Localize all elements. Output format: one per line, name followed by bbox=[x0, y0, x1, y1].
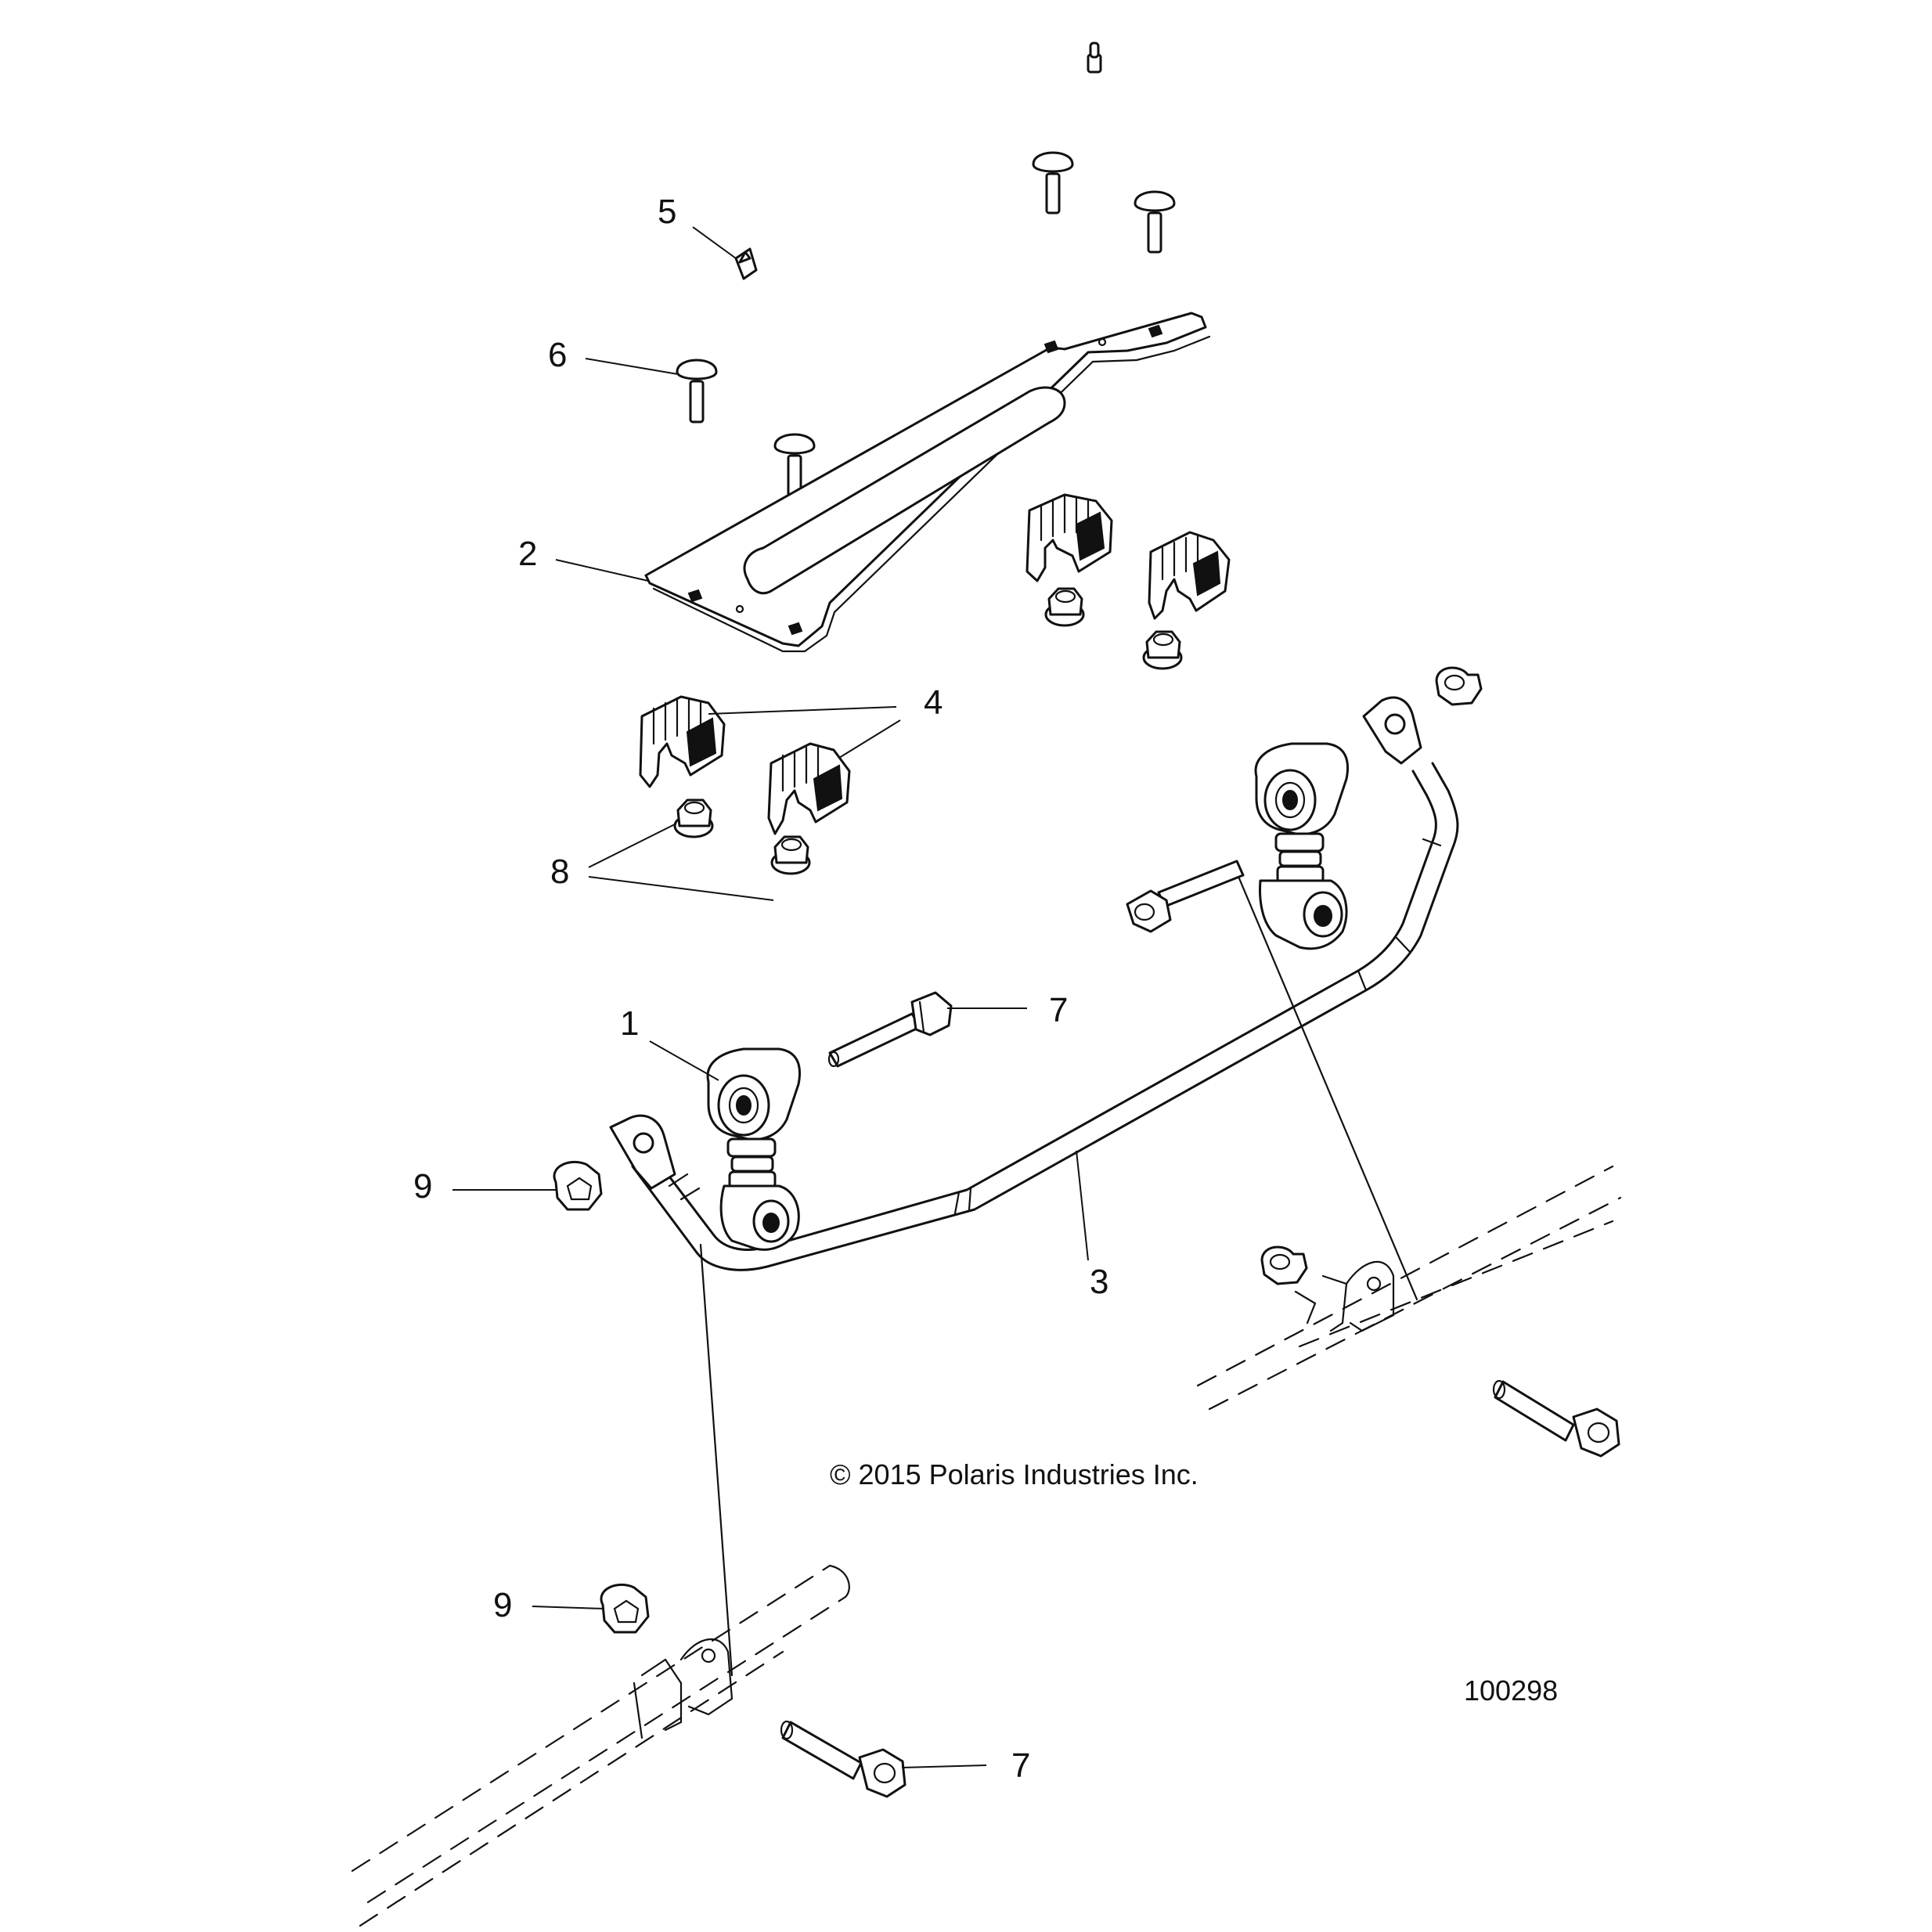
callout-8: 8 bbox=[550, 852, 569, 891]
stabilizer-bar-3 bbox=[609, 696, 1459, 1271]
flange-nut-8a bbox=[673, 798, 714, 838]
flange-nut-upper-a bbox=[1044, 587, 1085, 627]
frame-tube-right bbox=[1196, 1165, 1622, 1411]
grease-fitting-5 bbox=[734, 247, 758, 280]
callout-3: 3 bbox=[1090, 1263, 1108, 1301]
alignment-line-left bbox=[699, 1243, 734, 1677]
callout-1: 1 bbox=[620, 1004, 639, 1043]
bushing-upper-a bbox=[1025, 493, 1113, 582]
callout-9b: 9 bbox=[493, 1586, 512, 1624]
callout-9a: 9 bbox=[413, 1167, 432, 1206]
flange-nut-8b bbox=[770, 835, 811, 875]
copyright-text: © 2015 Polaris Industries Inc. bbox=[830, 1458, 1198, 1490]
carriage-bolt-upper-right bbox=[1134, 190, 1176, 254]
flange-nut-upper-b bbox=[1142, 630, 1183, 670]
flange-nut-9a bbox=[553, 1160, 603, 1211]
figure-number: 100298 bbox=[1464, 1674, 1558, 1707]
frame-tube-left bbox=[351, 1564, 850, 1927]
leader-6 bbox=[585, 358, 679, 375]
bushing-upper-b bbox=[1148, 531, 1231, 620]
link-rod-1 bbox=[706, 1047, 802, 1251]
frame-bracket-right bbox=[1294, 1260, 1395, 1332]
bolt-7b bbox=[780, 1720, 907, 1798]
leader-8b bbox=[588, 876, 774, 901]
flange-nut-right-top bbox=[1435, 666, 1483, 706]
bolt-lower-right bbox=[1492, 1379, 1620, 1458]
bushing-4b bbox=[767, 742, 851, 835]
leader-3 bbox=[1076, 1150, 1089, 1261]
leader-5 bbox=[692, 226, 737, 259]
bushing-4a bbox=[639, 695, 726, 788]
bolt-upper-right bbox=[1126, 860, 1245, 933]
carriage-bolt-upper-left bbox=[1032, 151, 1074, 214]
flange-nut-right-mid bbox=[1260, 1245, 1308, 1285]
callout-7a: 7 bbox=[1049, 991, 1068, 1029]
leader-2 bbox=[555, 559, 649, 582]
carriage-bolt-6a bbox=[676, 359, 718, 424]
callout-5: 5 bbox=[658, 193, 676, 231]
link-rod-right bbox=[1254, 742, 1350, 950]
callout-2: 2 bbox=[518, 535, 537, 573]
leader-4b bbox=[838, 719, 901, 759]
callout-4: 4 bbox=[924, 683, 943, 722]
callout-7b: 7 bbox=[1011, 1746, 1030, 1785]
leader-1 bbox=[649, 1040, 719, 1081]
leader-4a bbox=[708, 706, 897, 715]
bolt-7a bbox=[827, 991, 953, 1068]
frame-bracket-left bbox=[633, 1638, 734, 1739]
leader-7b bbox=[901, 1764, 987, 1768]
mounting-plate-2 bbox=[644, 312, 1211, 653]
leader-9b bbox=[532, 1606, 605, 1609]
alignment-line-right bbox=[1235, 871, 1418, 1301]
callout-6: 6 bbox=[548, 336, 567, 374]
flange-nut-9b bbox=[600, 1583, 650, 1634]
grease-fitting-top bbox=[1087, 41, 1102, 74]
leader-8a bbox=[588, 823, 677, 868]
